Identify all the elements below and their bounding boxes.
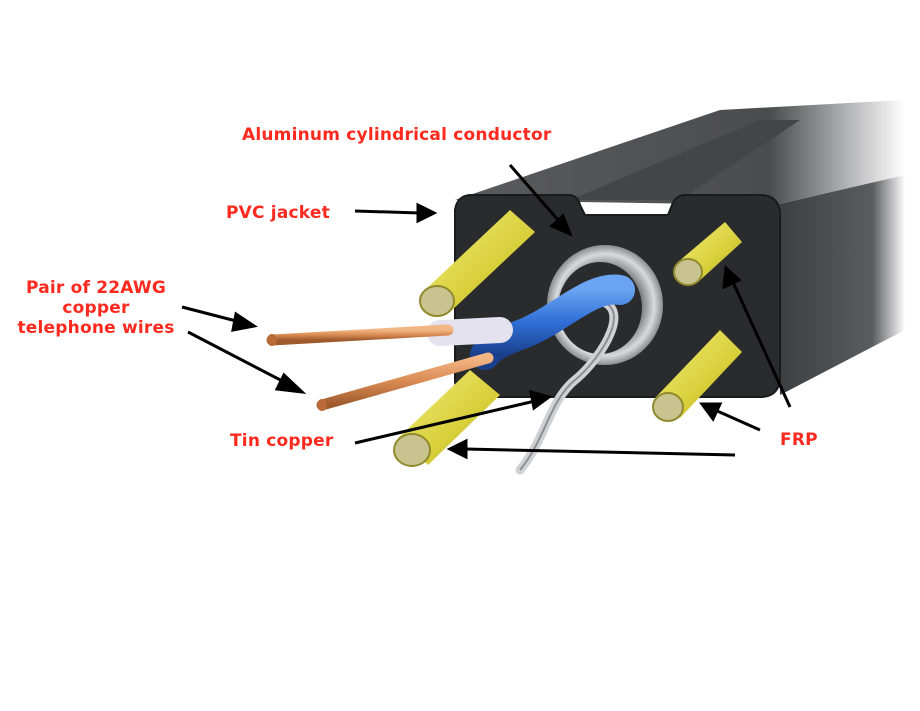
arrowhead-tin [529, 389, 553, 411]
arrow-pair-upper [181, 305, 241, 324]
arrow-frp-lower [714, 408, 761, 432]
arrow-tin [354, 399, 536, 445]
copper-wire-upper [266, 324, 454, 346]
tin-copper-wire [515, 295, 619, 475]
label-copper-pair: Pair of 22AWG copper telephone wires [16, 278, 176, 338]
arrowhead-frp-bottom [446, 438, 468, 460]
arrow-pvc [354, 209, 421, 215]
label-tin-copper: Tin copper [230, 431, 334, 451]
arrowhead-pair-upper [231, 311, 258, 332]
label-frp: FRP [780, 430, 818, 450]
label-copper-pair-line3: telephone wires [17, 318, 175, 338]
arrow-pair-lower [187, 330, 291, 387]
arrowhead-pair-lower [274, 372, 307, 395]
arrow-frp-upper [730, 279, 792, 408]
copper-wire-lower [316, 352, 494, 411]
arrowhead-frp-upper [722, 264, 742, 290]
frp-rod-top-right [673, 222, 742, 286]
label-copper-pair-line2: copper [62, 298, 130, 318]
arrow-frp-bottom [464, 447, 736, 457]
blue-insulated-wire [470, 274, 635, 370]
frp-rod-bottom-right [652, 330, 742, 422]
arrowhead-frp-lower [699, 402, 723, 422]
label-pvc-jacket: PVC jacket [226, 203, 330, 223]
frp-rod-top-left [419, 210, 535, 317]
arrowhead-aluminum [549, 213, 573, 237]
frp-rod-bottom-left [393, 370, 500, 467]
arrow-aluminum [508, 164, 567, 229]
label-copper-pair-line1: Pair of 22AWG [26, 278, 166, 298]
arrowhead-pvc [416, 202, 438, 224]
label-aluminum-conductor: Aluminum cylindrical conductor [242, 125, 552, 145]
annotation-arrows [181, 164, 792, 460]
